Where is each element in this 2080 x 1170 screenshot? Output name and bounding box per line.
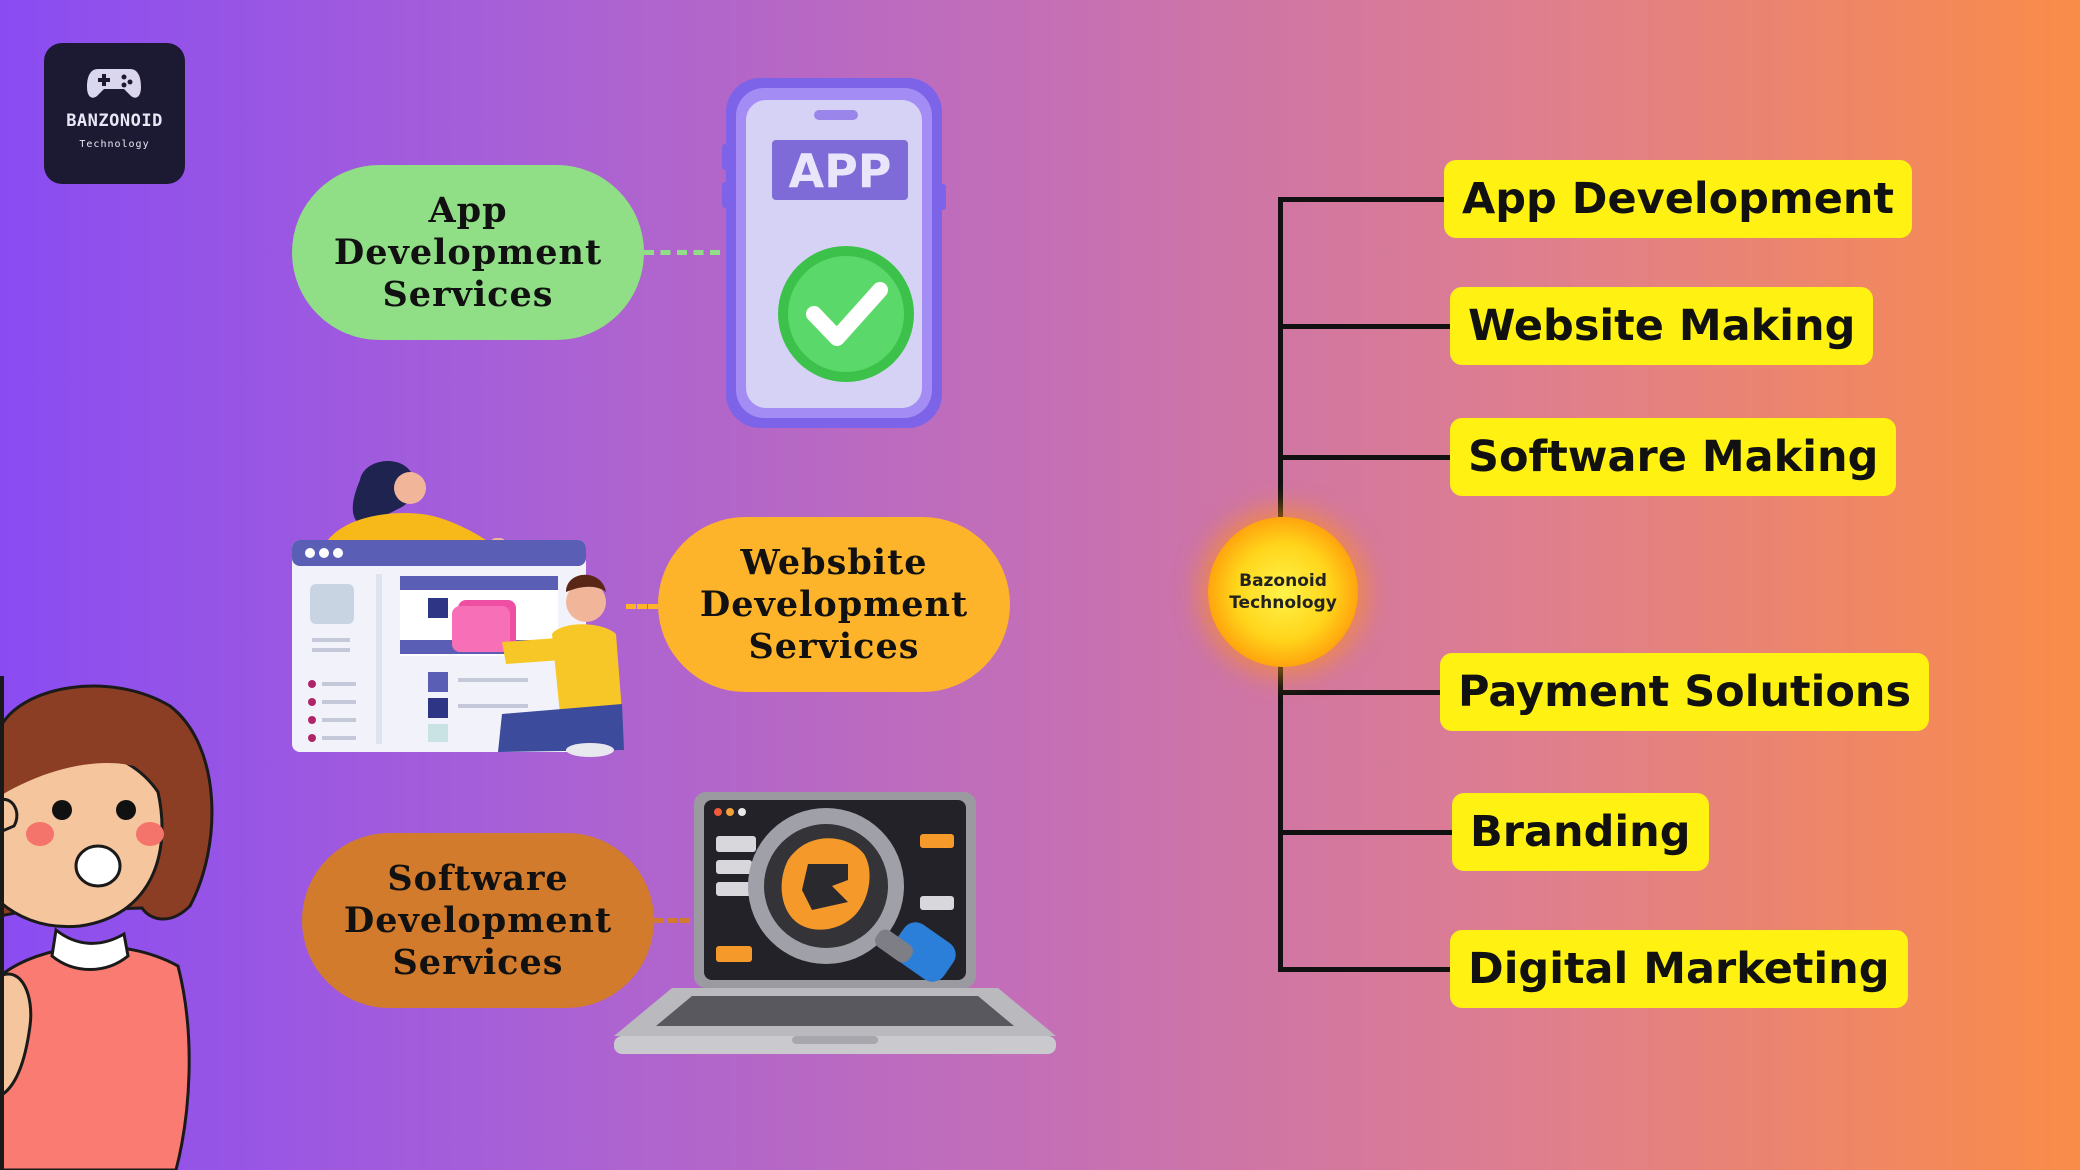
pill-line: Websbite (740, 541, 928, 583)
website-development-services-pill: Websbite Development Services (658, 517, 1010, 692)
branch-software-making: Software Making (1450, 418, 1897, 496)
website-builders-illustration (292, 461, 624, 757)
brand-name: BANZONOID (66, 111, 163, 131)
branch-digital-marketing: Digital Marketing (1450, 930, 1908, 1008)
branch-branding: Branding (1452, 793, 1709, 871)
phone-app-label: APP (788, 144, 891, 198)
pill-line: Services (748, 625, 920, 667)
brand-logo: BANZONOID Technology (44, 43, 185, 184)
branch-payment-solutions: Payment Solutions (1440, 653, 1930, 731)
hub-node: Bazonoid Technology (1208, 517, 1358, 667)
laptop-search-illustration (614, 792, 1056, 1054)
pill-line: Development (343, 899, 613, 941)
brand-subtitle: Technology (79, 139, 150, 150)
cartoon-girl-illustration (0, 676, 214, 1170)
branch-line (1278, 197, 1446, 202)
pill-line: Services (382, 273, 554, 315)
branch-line (1278, 455, 1452, 460)
branch-line (1278, 830, 1452, 835)
pill-line: App (428, 189, 508, 231)
pill-line: Services (392, 941, 564, 983)
hub-label: Bazonoid Technology (1229, 571, 1337, 613)
pill-line: Development (333, 231, 603, 273)
pill-line: Software (387, 857, 569, 899)
app-development-services-pill: App Development Services (292, 165, 644, 340)
app-connector (644, 250, 720, 255)
tree-trunk-bottom (1278, 662, 1283, 972)
tree-trunk-top (1278, 197, 1283, 517)
phone-app-illustration: APP (722, 78, 946, 428)
branch-website-making: Website Making (1450, 287, 1874, 365)
branch-line (1278, 690, 1442, 695)
branch-line (1278, 324, 1452, 329)
software-development-services-pill: Software Development Services (302, 833, 654, 1008)
pill-line: Development (699, 583, 969, 625)
website-connector (626, 604, 658, 609)
software-connector (654, 918, 690, 923)
gamepad-icon (87, 69, 141, 98)
branch-line (1278, 967, 1452, 972)
branch-app-development: App Development (1444, 160, 1913, 238)
